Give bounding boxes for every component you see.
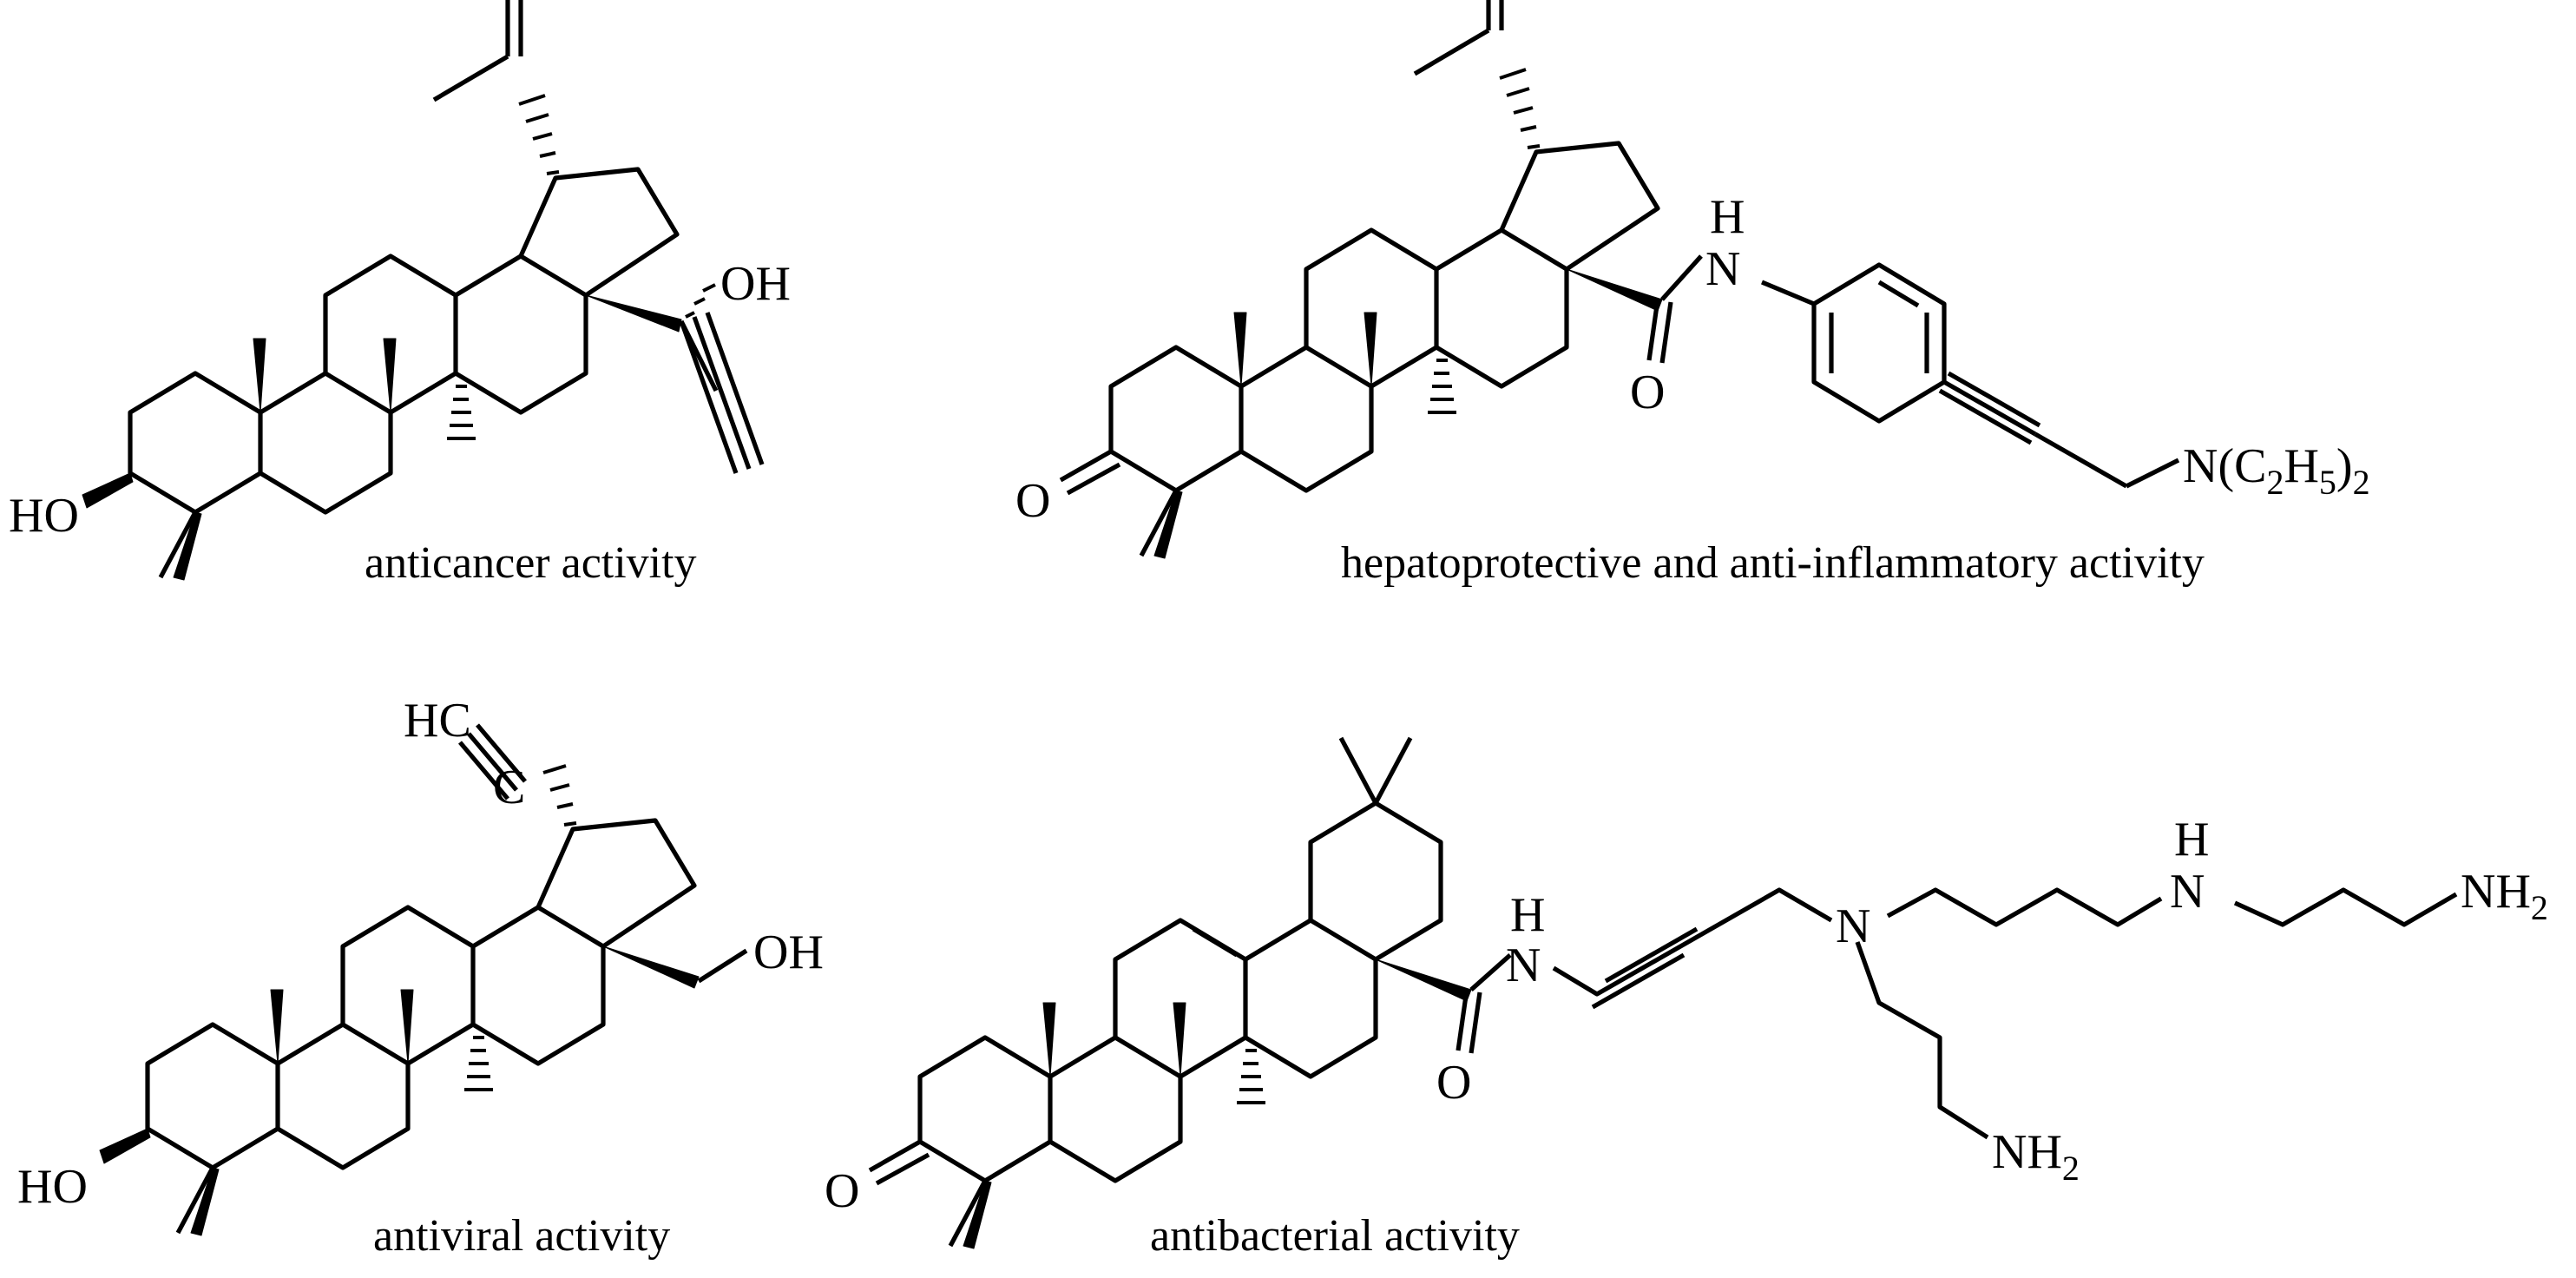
atom-label-terminal-nh2: NH2	[2461, 865, 2548, 927]
atom-label-amide-o: O	[1630, 366, 1665, 419]
atom-label-lower-nh2: NH2	[1992, 1125, 2080, 1188]
caption-hepatoprotective: hepatoprotective and anti-inflammatory a…	[1341, 538, 2205, 588]
molecule-anticancer: OH HO anticancer activity	[9, 0, 791, 588]
caption-antiviral: antiviral activity	[373, 1211, 670, 1261]
molecule-antibacterial: O H N O N H N NH2 NH2 antibacterial acti…	[825, 736, 2548, 1261]
svg-text:NH2: NH2	[1992, 1125, 2080, 1188]
atom-label-secondary-n: N	[2170, 865, 2205, 919]
atom-label-tertiary-n: N	[1836, 899, 1870, 953]
atom-label-amide-n: N	[1705, 242, 1740, 296]
atom-label-diethylamine: N(C2H5)2	[2183, 439, 2370, 502]
atom-label-amide-o: O	[1436, 1056, 1471, 1110]
caption-anticancer: anticancer activity	[365, 538, 697, 588]
atom-label-ketone-o: O	[1015, 474, 1050, 528]
atom-label-secondary-h: H	[2174, 813, 2209, 866]
atom-label-hc: HC	[404, 694, 471, 748]
molecule-hepatoprotective: O H N O N(C2H5)2 hepatoprotective and an…	[1015, 0, 2370, 588]
atom-label-ho: HO	[17, 1160, 88, 1214]
atom-label-amide-n: N	[1506, 939, 1541, 992]
atom-label-c: C	[493, 761, 525, 814]
atom-label-oh: OH	[720, 257, 791, 311]
atom-label-ketone-o: O	[825, 1164, 859, 1218]
atom-label-amide-h: H	[1710, 190, 1745, 244]
caption-antibacterial: antibacterial activity	[1150, 1211, 1520, 1261]
molecule-antiviral: HC C OH HO antiviral activity	[17, 694, 824, 1261]
atom-label-ho: HO	[9, 489, 79, 543]
atom-label-oh: OH	[753, 926, 824, 979]
svg-text:NH2: NH2	[2461, 865, 2548, 927]
atom-label-amide-h: H	[1510, 888, 1545, 942]
svg-text:N(C2H5)2: N(C2H5)2	[2183, 439, 2370, 502]
